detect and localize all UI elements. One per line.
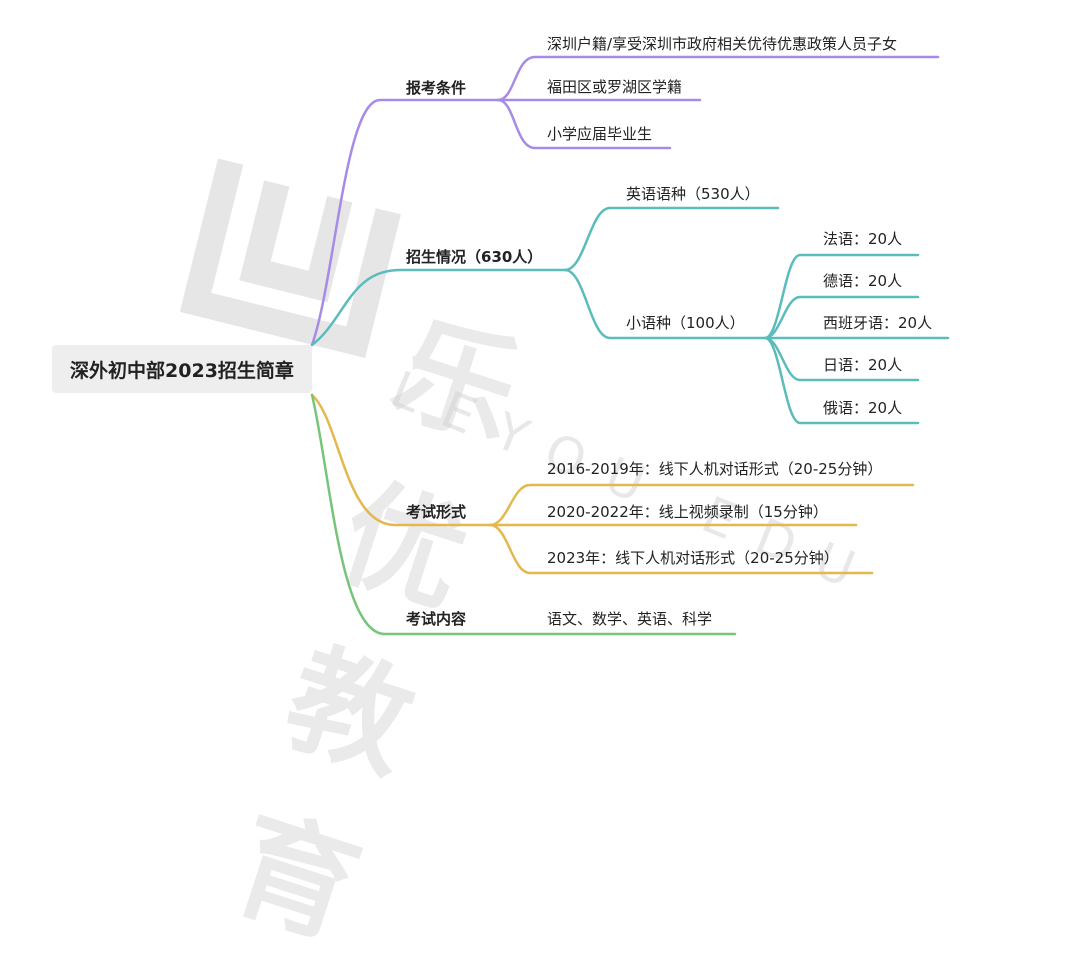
conditions-item[interactable]: 深圳户籍/享受深圳市政府相关优待优惠政策人员子女 bbox=[547, 35, 898, 53]
branch-conditions[interactable]: 报考条件 bbox=[406, 79, 467, 97]
content-item[interactable]: 语文、数学、英语、科学 bbox=[547, 610, 713, 628]
mindmap-connectors bbox=[310, 55, 950, 636]
format-item[interactable]: 2020-2022年：线上视频录制（15分钟） bbox=[547, 503, 828, 521]
format-item[interactable]: 2023年：线下人机对话形式（20-25分钟） bbox=[547, 549, 839, 567]
branch-content[interactable]: 考试内容 bbox=[406, 610, 467, 628]
enrollment-english[interactable]: 英语语种（530人） bbox=[626, 185, 760, 203]
minor-language-item[interactable]: 俄语：20人 bbox=[823, 399, 903, 417]
connector-format bbox=[310, 393, 492, 527]
connector-cond-3 bbox=[496, 98, 672, 150]
connector-minor-1 bbox=[763, 253, 920, 340]
branch-format[interactable]: 考试形式 bbox=[406, 503, 467, 521]
connector-conditions bbox=[310, 98, 500, 347]
connector-content bbox=[310, 393, 737, 636]
connector-minor-5 bbox=[763, 336, 920, 425]
connector-enrollment bbox=[310, 268, 567, 347]
connector-format-1 bbox=[488, 483, 915, 527]
branch-enrollment[interactable]: 招生情况（630人） bbox=[406, 248, 543, 266]
connector-minor-2 bbox=[763, 295, 920, 340]
conditions-item[interactable]: 小学应届毕业生 bbox=[547, 125, 653, 143]
format-item[interactable]: 2016-2019年：线下人机对话形式（20-25分钟） bbox=[547, 460, 883, 478]
root-node[interactable]: 深外初中部2023招生简章 bbox=[52, 345, 312, 393]
connector-cond-1 bbox=[496, 55, 940, 102]
minor-language-item[interactable]: 德语：20人 bbox=[823, 272, 903, 290]
conditions-item[interactable]: 福田区或罗湖区学籍 bbox=[547, 78, 683, 96]
minor-language-item[interactable]: 日语：20人 bbox=[823, 356, 903, 374]
enrollment-minor[interactable]: 小语种（100人） bbox=[626, 314, 745, 332]
connector-minor bbox=[563, 268, 767, 340]
minor-language-item[interactable]: 法语：20人 bbox=[823, 230, 903, 248]
connector-english bbox=[563, 206, 780, 272]
connector-format-3 bbox=[488, 523, 874, 575]
minor-language-item[interactable]: 西班牙语：20人 bbox=[823, 314, 933, 332]
